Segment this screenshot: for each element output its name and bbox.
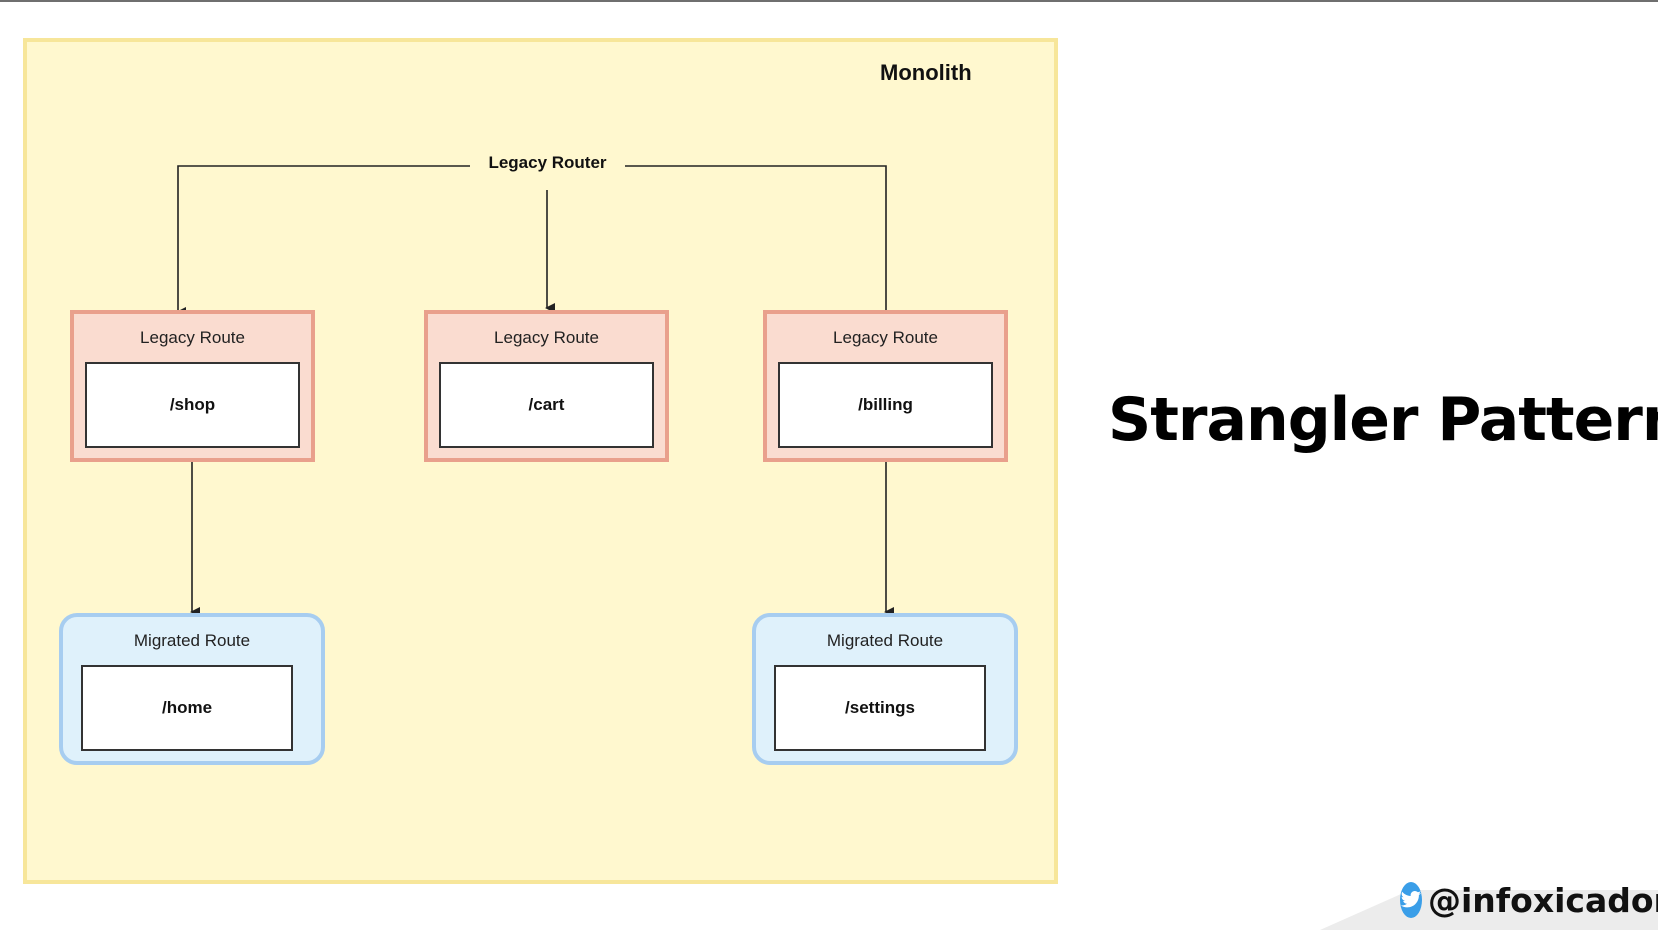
- migrated-route-label: Migrated Route: [826, 631, 944, 650]
- route-path-cart: /cart: [439, 362, 654, 448]
- twitter-handle-text: @infoxicador: [1428, 880, 1658, 920]
- route-path-billing: /billing: [778, 362, 993, 448]
- migrated-route-settings: Migrated Route /settings: [752, 613, 1018, 765]
- top-border-line: [0, 0, 1658, 2]
- legacy-router-label: Legacy Router: [470, 153, 625, 173]
- route-path-settings: /settings: [774, 665, 986, 751]
- slide-title: Strangler Pattern: [1108, 385, 1658, 455]
- route-path-home: /home: [81, 665, 293, 751]
- arrow-router-to-billing: [625, 165, 894, 321]
- twitter-handle: @infoxicador: [1400, 880, 1658, 920]
- twitter-bird-icon: [1400, 882, 1422, 918]
- legacy-route-label: Legacy Route: [140, 328, 245, 347]
- legacy-route-label: Legacy Route: [833, 328, 938, 347]
- legacy-route-cart: Legacy Route /cart: [424, 310, 669, 462]
- route-path-shop: /shop: [85, 362, 300, 448]
- arrow-router-to-shop: [176, 165, 470, 317]
- legacy-route-billing: Legacy Route /billing: [763, 310, 1008, 462]
- legacy-route-shop: Legacy Route /shop: [70, 310, 315, 462]
- monolith-title: Monolith: [880, 60, 972, 85]
- legacy-route-label: Legacy Route: [494, 328, 599, 347]
- migrated-route-home: Migrated Route /home: [59, 613, 325, 765]
- migrated-route-label: Migrated Route: [133, 631, 251, 650]
